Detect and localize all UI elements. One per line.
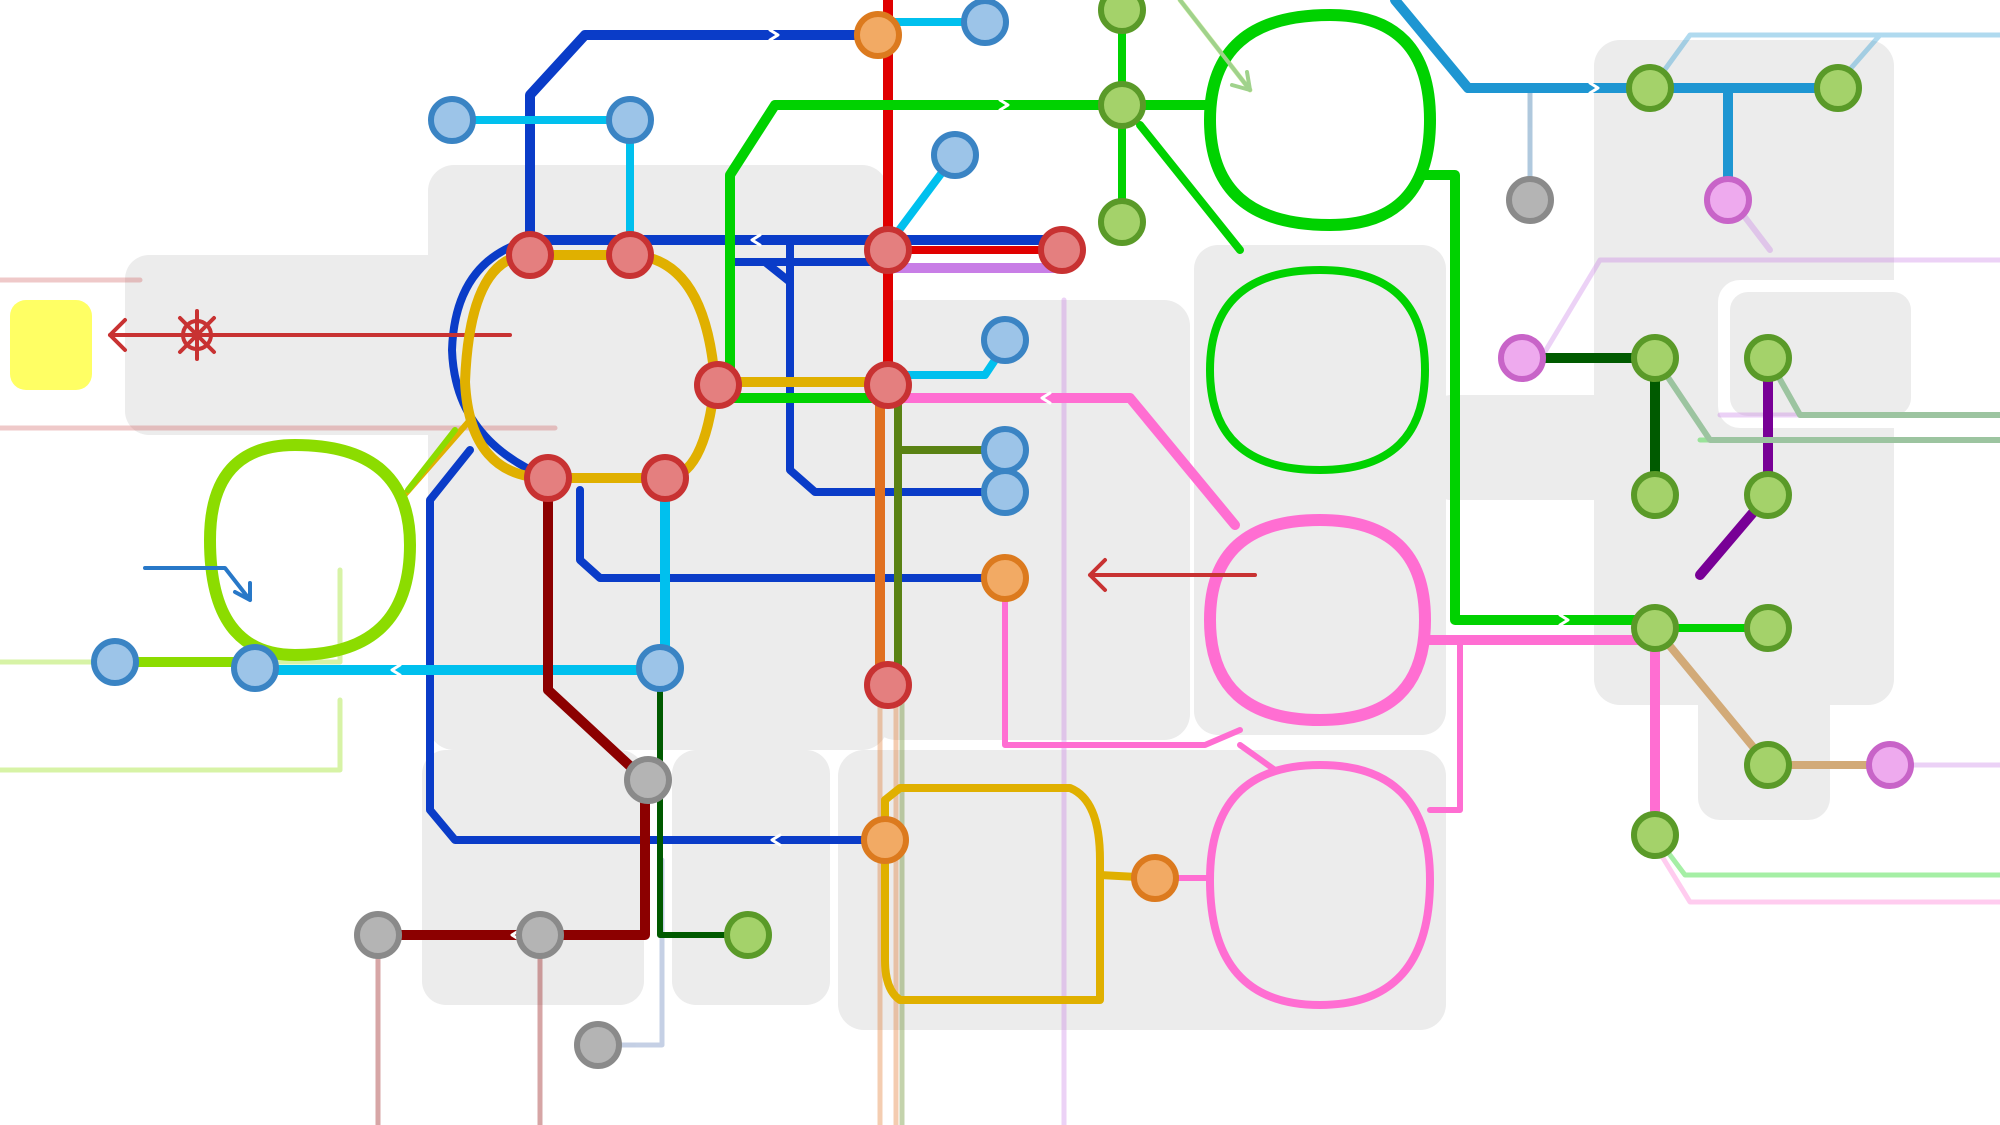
- line-blue-left-loop: [426, 446, 889, 844]
- station-pink[interactable]: [1866, 741, 1914, 789]
- station-skyblue[interactable]: [91, 638, 139, 686]
- station-orange[interactable]: [1131, 854, 1179, 902]
- line-blue-loop: [448, 236, 552, 482]
- chevron-icon: [1558, 613, 1570, 627]
- station-green[interactable]: [1098, 198, 1146, 246]
- line-magenta-return: [1002, 575, 1463, 881]
- station-skyblue[interactable]: [428, 96, 476, 144]
- station-skyblue[interactable]: [961, 0, 1009, 46]
- station-skyblue[interactable]: [231, 644, 279, 692]
- compartment-lower-left: [422, 750, 644, 1005]
- sink-box-icon: [10, 300, 92, 390]
- faint-line-orange-drop: [877, 697, 899, 1125]
- station-salmon[interactable]: [606, 231, 654, 279]
- compartment-center-right: [870, 300, 1190, 740]
- chevron-icon: [750, 233, 762, 247]
- compartment-layer: [125, 40, 1923, 1030]
- station-skyblue[interactable]: [981, 468, 1029, 516]
- station-salmon[interactable]: [864, 226, 912, 274]
- line-magenta-lower-loop: [1206, 761, 1434, 1009]
- station-gray[interactable]: [516, 911, 564, 959]
- chevron-icon: [1588, 81, 1600, 95]
- station-salmon[interactable]: [524, 454, 572, 502]
- station-green[interactable]: [1744, 604, 1792, 652]
- line-green-top: [725, 100, 1210, 387]
- station-pink[interactable]: [1498, 334, 1546, 382]
- line-lime-link: [405, 427, 458, 493]
- station-skyblue[interactable]: [981, 316, 1029, 364]
- station-skyblue[interactable]: [931, 131, 979, 179]
- line-green-diag: [1136, 121, 1244, 254]
- chevron-icon: [770, 833, 782, 847]
- line-gold-lower-loop: [881, 784, 1104, 1004]
- chevron-icon: [390, 663, 402, 677]
- station-green[interactable]: [1744, 334, 1792, 382]
- station-skyblue[interactable]: [636, 644, 684, 692]
- station-green[interactable]: [1744, 741, 1792, 789]
- line-blue-spur: [726, 258, 884, 286]
- station-salmon[interactable]: [864, 361, 912, 409]
- line-blue-vertical-branch: [786, 236, 1009, 496]
- direction-chevrons: [390, 28, 1600, 942]
- compartment-right-band: [1440, 395, 1605, 500]
- station-green[interactable]: [1814, 64, 1862, 112]
- station-green[interactable]: [1631, 811, 1679, 859]
- station-green[interactable]: [1098, 81, 1146, 129]
- line-magenta-main: [883, 393, 1240, 530]
- line-darkgreen-left: [657, 667, 751, 938]
- compartment-far-right-inner-fill: [1730, 292, 1911, 416]
- line-cyan-bottom: [250, 475, 670, 675]
- arrow-green-top: [1178, 0, 1252, 92]
- faint-line-darkred-drop: [375, 932, 543, 1125]
- compartment-lower-mid: [672, 750, 830, 1005]
- station-salmon[interactable]: [506, 231, 554, 279]
- station-gray[interactable]: [1506, 176, 1554, 224]
- station-gray[interactable]: [354, 911, 402, 959]
- station-skyblue[interactable]: [981, 426, 1029, 474]
- arrow-blue-into-loop: [143, 566, 252, 602]
- station-green[interactable]: [724, 911, 772, 959]
- chevron-icon: [998, 98, 1010, 112]
- arrow-red-left: [108, 318, 127, 352]
- station-green[interactable]: [1631, 471, 1679, 519]
- arrow-red-center: [1088, 558, 1257, 592]
- annotation-layer: [10, 0, 1257, 602]
- station-pink[interactable]: [1704, 176, 1752, 224]
- station-orange[interactable]: [981, 554, 1029, 602]
- chevron-icon: [768, 28, 780, 42]
- line-green-upper-loop: [1204, 9, 1436, 231]
- station-salmon[interactable]: [641, 454, 689, 502]
- chevron-icon: [1040, 391, 1052, 405]
- station-orange[interactable]: [861, 816, 909, 864]
- line-sky-top: [1390, 0, 1843, 93]
- station-layer[interactable]: [91, 0, 1914, 1069]
- degradation-flower-icon: [171, 309, 223, 361]
- station-orange[interactable]: [854, 11, 902, 59]
- line-green-mid-loop: [1206, 266, 1429, 474]
- line-gold-loop: [460, 250, 720, 483]
- station-green[interactable]: [1631, 604, 1679, 652]
- station-gray[interactable]: [624, 756, 672, 804]
- line-magenta-loop: [1204, 514, 1431, 726]
- faint-line-magenta-bottom: [1652, 842, 2000, 905]
- station-gray[interactable]: [574, 1021, 622, 1069]
- station-green[interactable]: [1631, 334, 1679, 382]
- station-salmon[interactable]: [1038, 226, 1086, 274]
- line-blue-middle-row: [576, 486, 1009, 582]
- station-green[interactable]: [1626, 64, 1674, 112]
- compartment-right-upper: [1194, 245, 1446, 735]
- station-salmon[interactable]: [864, 661, 912, 709]
- line-blue-top: [525, 30, 883, 245]
- line-olive-vertical: [894, 381, 1009, 694]
- station-salmon[interactable]: [694, 361, 742, 409]
- metro-lines: [108, 0, 2000, 1009]
- station-green[interactable]: [1098, 0, 1146, 34]
- line-lime-loop: [204, 439, 416, 661]
- station-green[interactable]: [1744, 471, 1792, 519]
- station-skyblue[interactable]: [606, 96, 654, 144]
